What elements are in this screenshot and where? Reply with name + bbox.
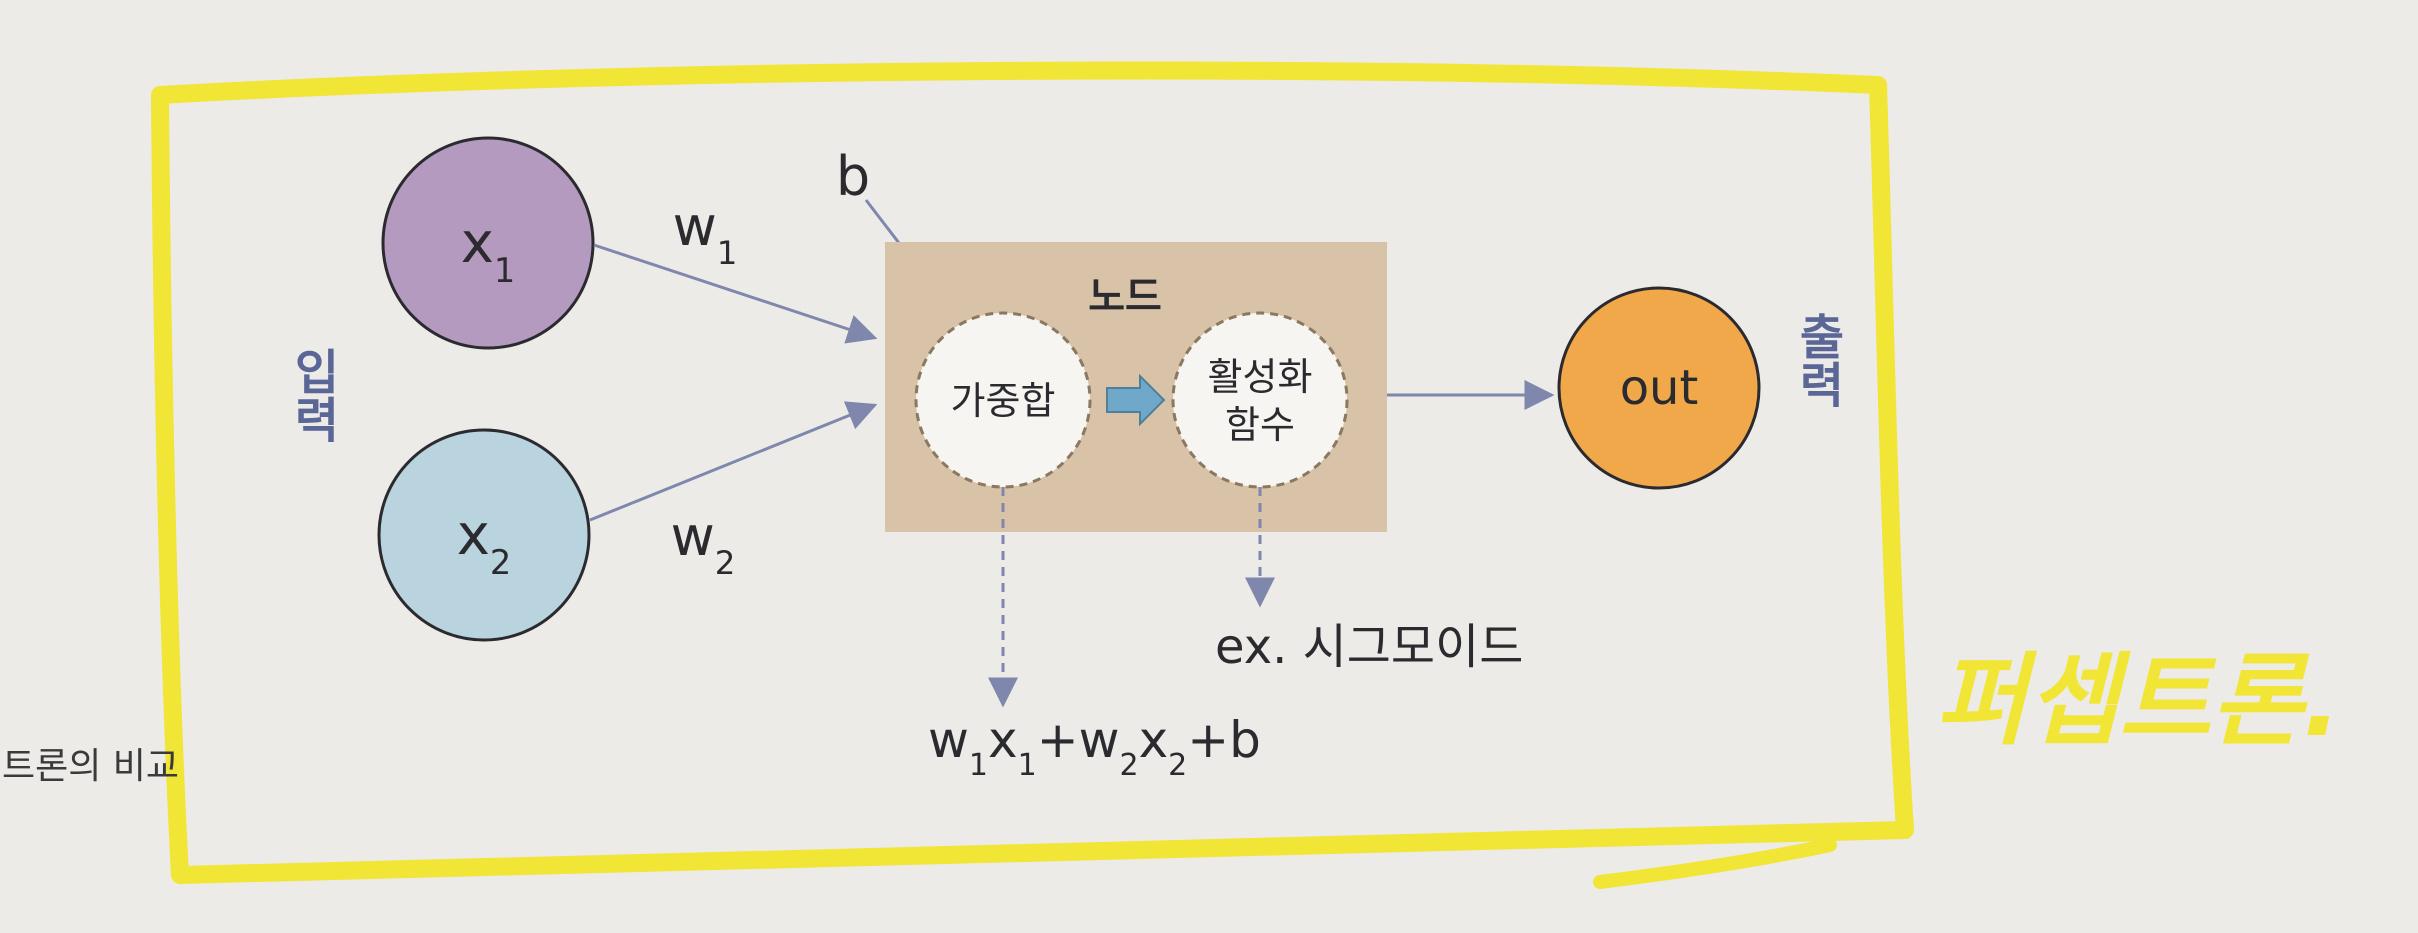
output-node — [1557, 286, 1761, 490]
weighted-sum-label: 가중합 — [951, 379, 1056, 423]
highlighter-frame — [151, 61, 1914, 884]
svg-text:입력: 입력 — [284, 347, 340, 443]
output-side-label: 출력 — [1789, 312, 1845, 408]
sum-to-activation-arrow — [1106, 373, 1166, 427]
weighted-sum-formula: w1x1+w2x2+b — [928, 711, 1261, 783]
weight-arrow-1 — [593, 243, 878, 344]
input-node-x1-label: x1 — [461, 211, 516, 290]
output-node-label: out — [1620, 360, 1699, 416]
node-box-label: 노드 — [1088, 274, 1162, 320]
weight-arrow-2 — [589, 401, 878, 522]
weight-label-w1: w1 — [673, 195, 738, 272]
bias-label: b — [836, 145, 870, 208]
highlighter-tail — [1593, 838, 1837, 889]
input-node-x1 — [381, 136, 595, 350]
activation-label-line1: 활성화 — [1208, 355, 1313, 399]
weighted-sum-node — [914, 311, 1092, 489]
input-node-x2-label: x2 — [457, 503, 512, 582]
weight-label-w2: w2 — [671, 505, 736, 582]
activation-function-node — [1171, 311, 1349, 489]
svg-text:출력: 출력 — [1789, 312, 1845, 408]
input-side-label: 입력 — [284, 347, 340, 443]
activation-label-line2: 함수 — [1225, 403, 1295, 447]
input-node-x2 — [377, 428, 591, 642]
caption-partial: 트론의 비교 — [2, 746, 179, 787]
activation-example: ex. 시그모이드 — [1215, 619, 1523, 675]
handwritten-note: 퍼셉트론. — [1935, 642, 2341, 759]
